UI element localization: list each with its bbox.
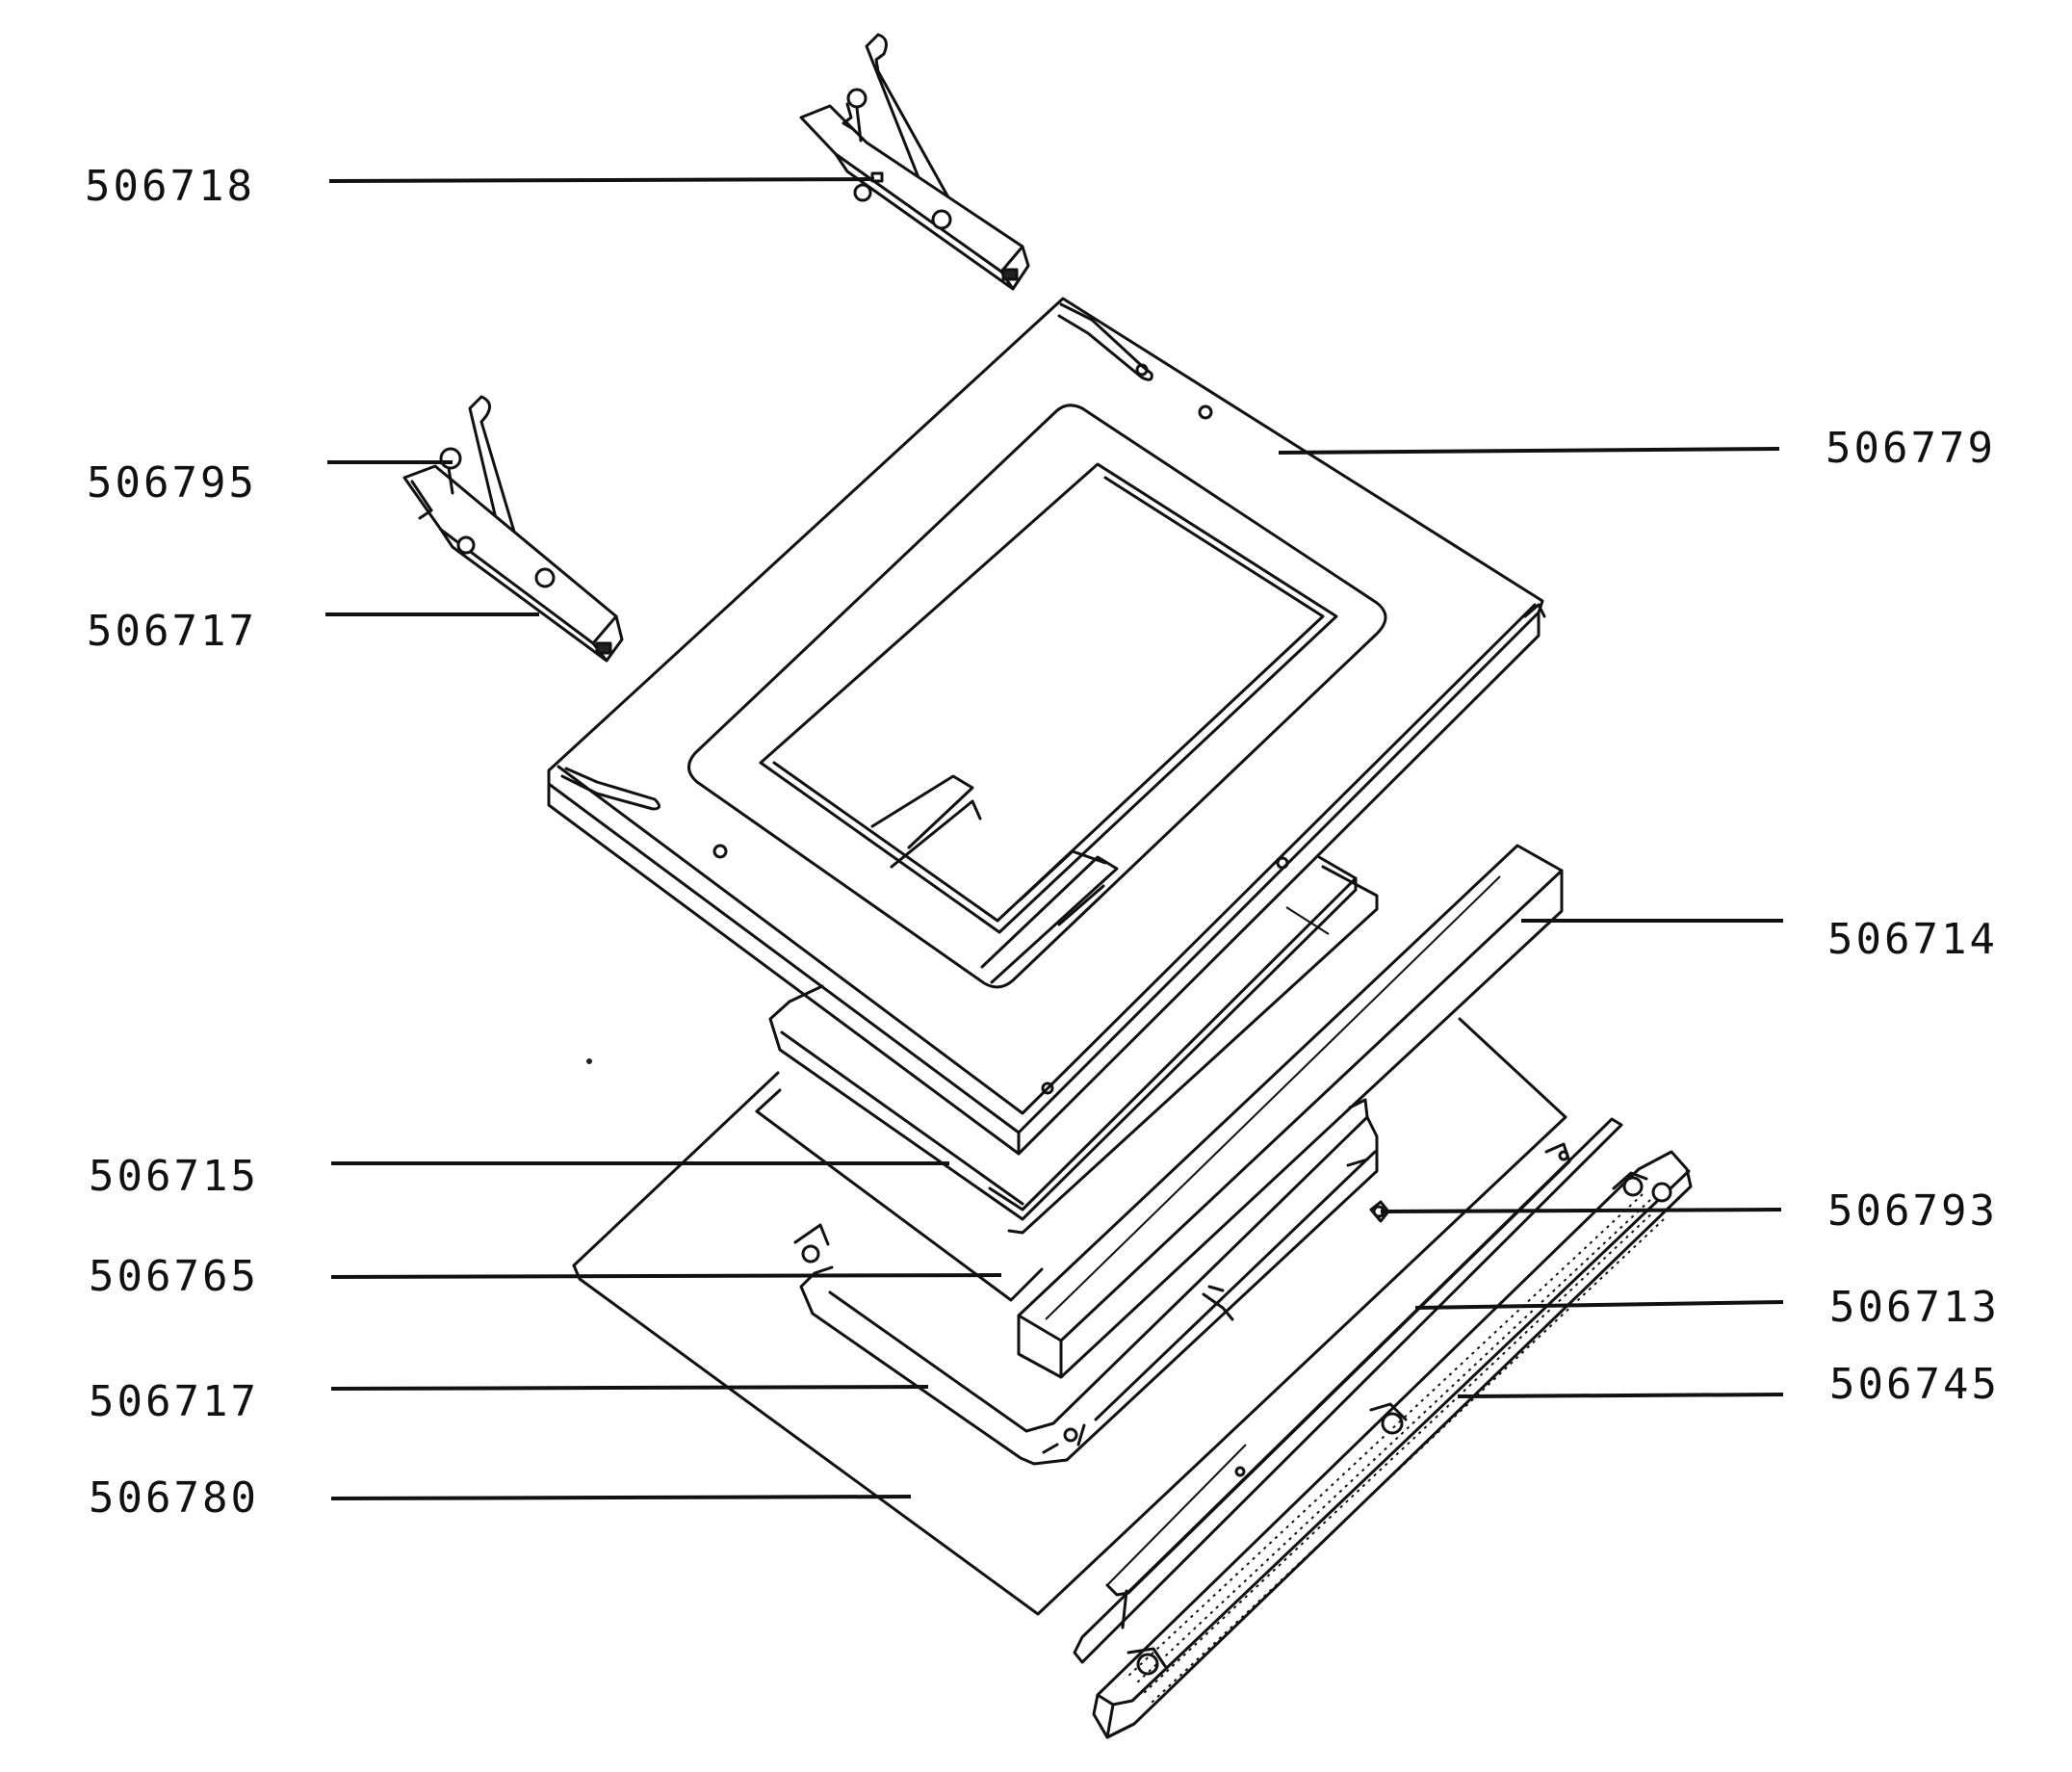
label-506745: 506745 [1829, 1360, 2000, 1409]
door-inner-panel [547, 297, 1546, 1156]
label-506779: 506779 [1826, 424, 1996, 473]
label-506717-frame: 506717 [89, 1377, 259, 1426]
window-rails [870, 774, 1119, 984]
label-506713: 506713 [1829, 1283, 2000, 1332]
glass-spacer [1017, 844, 1564, 1379]
stray-mark [586, 1058, 592, 1064]
label-506793: 506793 [1827, 1186, 1998, 1236]
label-506717-hinge: 506717 [87, 607, 257, 656]
leader-lines [325, 177, 1784, 1500]
handle-rail [1073, 1117, 1623, 1664]
label-506795: 506795 [87, 458, 257, 508]
glass-frame [793, 1098, 1379, 1466]
label-506780: 506780 [89, 1473, 259, 1523]
hinge-upper-left [402, 395, 624, 663]
inner-glass [755, 1088, 1044, 1302]
label-506765: 506765 [89, 1252, 259, 1301]
inner-glass-seal [768, 855, 1379, 1235]
hinge-upper-right [799, 33, 1030, 291]
label-506714: 506714 [1827, 915, 1998, 964]
vent-grille [1092, 1150, 1693, 1739]
label-506718: 506718 [85, 162, 255, 211]
label-506715: 506715 [89, 1152, 259, 1201]
